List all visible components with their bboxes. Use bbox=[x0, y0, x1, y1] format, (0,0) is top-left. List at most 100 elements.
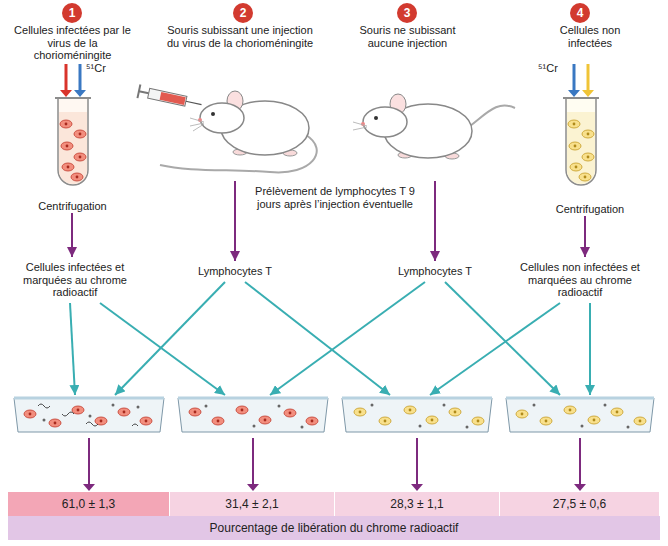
petri-dish bbox=[379, 417, 391, 425]
test-tube bbox=[62, 163, 74, 171]
petri-dish bbox=[140, 417, 152, 425]
procedure-note: Prélèvement de lymphocytes T 9 jours apr… bbox=[246, 185, 424, 210]
petri-dish bbox=[604, 404, 607, 407]
test-tube bbox=[58, 98, 88, 185]
material-label: Cellules infectées et marquées au chrome… bbox=[10, 258, 140, 302]
step-arrow bbox=[584, 216, 586, 257]
arrow-blue bbox=[573, 64, 576, 90]
mixing-arrow bbox=[100, 303, 225, 395]
petri-dish bbox=[178, 397, 328, 400]
petri-dish bbox=[449, 408, 461, 416]
test-tube bbox=[55, 98, 91, 185]
test-tube bbox=[59, 112, 87, 184]
test-tube bbox=[563, 98, 599, 185]
material-label: Lymphocytes T bbox=[390, 262, 480, 281]
step-number: 2 bbox=[233, 3, 253, 23]
arrow-yellow bbox=[582, 64, 594, 97]
step-heading: 3Souris ne subissant aucune injection bbox=[340, 0, 475, 180]
number-circle bbox=[397, 3, 417, 23]
mixing-arrow bbox=[430, 303, 560, 395]
mouse bbox=[200, 103, 244, 133]
petri-dish bbox=[342, 397, 492, 400]
petri-dish bbox=[540, 417, 552, 425]
arrow-yellow bbox=[582, 90, 594, 97]
petri-dish bbox=[342, 398, 492, 432]
mouse bbox=[470, 105, 515, 126]
result-arrow bbox=[579, 438, 581, 484]
result-arrow bbox=[88, 438, 90, 484]
test-tube bbox=[570, 163, 582, 171]
step-number: 4 bbox=[570, 3, 590, 23]
petri-dish bbox=[89, 415, 92, 418]
arrow-red bbox=[65, 64, 68, 90]
arrow-blue bbox=[79, 64, 82, 90]
mouse bbox=[353, 94, 515, 159]
petri-dish bbox=[236, 406, 248, 414]
material-label: Cellules non infectées et marquées au ch… bbox=[515, 261, 645, 299]
result-arrow bbox=[416, 438, 418, 484]
petri-dish bbox=[472, 417, 484, 425]
result-value: 27,5 ± 0,6 bbox=[500, 492, 659, 516]
petri-dish bbox=[178, 398, 328, 432]
mixing-arrow bbox=[70, 303, 75, 395]
petri-dish bbox=[278, 405, 281, 408]
test-tube bbox=[582, 153, 594, 161]
mixing-arrow bbox=[115, 282, 225, 395]
arrow-blue bbox=[568, 90, 580, 97]
petri-dish bbox=[419, 425, 422, 428]
material-label: Lymphocytes T bbox=[190, 265, 280, 278]
step-number: 1 bbox=[62, 3, 82, 23]
syringe bbox=[139, 91, 149, 93]
petri-dish bbox=[205, 405, 208, 408]
axis-caption: Pourcentage de libération du chrome radi… bbox=[8, 516, 660, 540]
petri-dish bbox=[137, 406, 140, 409]
step-heading: Souris subissant une injection du virus … bbox=[165, 24, 315, 49]
test-tube bbox=[568, 120, 580, 128]
syringe bbox=[186, 101, 202, 104]
mixing-arrow bbox=[589, 303, 591, 395]
step-arrow bbox=[434, 181, 436, 261]
petri-dish bbox=[634, 417, 646, 425]
result-arrow bbox=[83, 438, 586, 491]
step-number: 2 bbox=[233, 3, 253, 23]
petri-dish bbox=[178, 398, 328, 432]
petri-dish bbox=[14, 398, 164, 432]
step-heading: 1Cellules infectées par le virus de la c… bbox=[5, 0, 140, 212]
step-number: 3 bbox=[397, 3, 417, 23]
petri-dish bbox=[38, 404, 138, 426]
mouse bbox=[160, 91, 317, 172]
test-tube bbox=[71, 173, 83, 181]
axis-caption: Pourcentage de libération du chrome radi… bbox=[8, 516, 660, 540]
result-value: 28,3 ± 1,1 bbox=[335, 492, 499, 516]
petri-dish bbox=[627, 426, 630, 429]
number-circle bbox=[233, 3, 253, 23]
test-tube bbox=[74, 153, 86, 161]
petri-dish bbox=[95, 417, 107, 425]
petri-dish bbox=[581, 425, 584, 428]
arrow-red bbox=[60, 64, 72, 97]
material-label: Lymphocytes T bbox=[390, 265, 480, 278]
petri-dish bbox=[118, 408, 130, 416]
test-tube bbox=[60, 120, 72, 128]
step-heading: 2Souris subissant une injection du virus… bbox=[140, 0, 340, 180]
mouse bbox=[353, 122, 367, 130]
petri-dish bbox=[112, 404, 115, 407]
step-action: Centrifugation bbox=[515, 203, 665, 216]
petri-dish bbox=[426, 416, 438, 424]
result-value: 61,0 ± 1,3 bbox=[8, 396, 170, 516]
petri-dish bbox=[306, 417, 318, 425]
petri-dish bbox=[533, 404, 536, 407]
result-arrow bbox=[252, 438, 254, 484]
petri-dish bbox=[253, 425, 256, 428]
result-value: 31,4 ± 2,1 bbox=[170, 396, 335, 516]
isotope-label: ⁵¹Cr bbox=[538, 62, 578, 75]
arrow-yellow bbox=[587, 64, 590, 90]
mouse bbox=[363, 107, 407, 137]
mouse bbox=[374, 116, 378, 120]
test-tube bbox=[61, 142, 73, 150]
petri-dish bbox=[189, 408, 201, 416]
petri-dish bbox=[259, 416, 271, 424]
petri-dish bbox=[212, 417, 224, 425]
test-tube bbox=[566, 98, 596, 185]
